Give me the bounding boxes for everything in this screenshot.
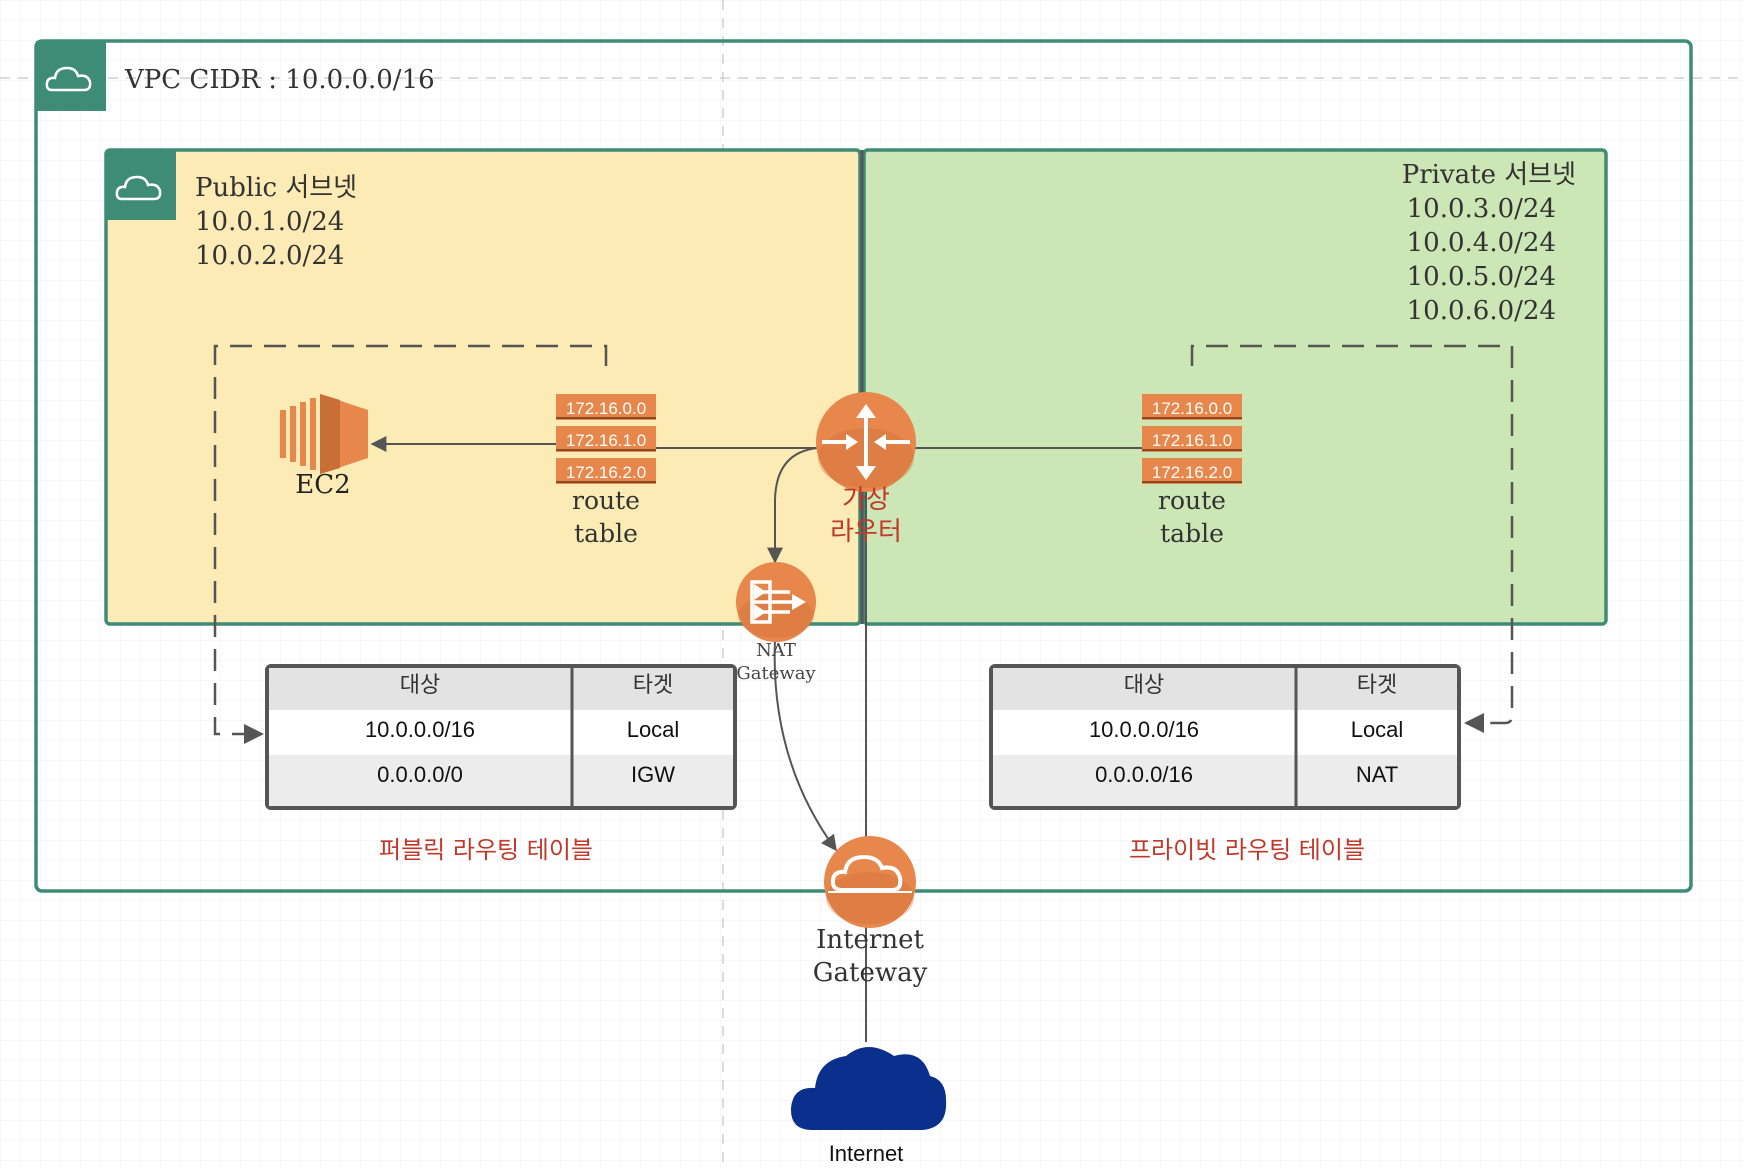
private-table-row-1-destination: 10.0.0.0/16 bbox=[1089, 717, 1199, 742]
igw-circle bbox=[824, 836, 916, 928]
private-subnet-title: Private 서브넷 bbox=[1402, 160, 1576, 190]
public-table-header-row bbox=[269, 668, 733, 710]
public-route-entry-3: 172.16.2.0 bbox=[556, 458, 656, 484]
internet[interactable]: Internet bbox=[790, 1047, 947, 1166]
private-table-header-row bbox=[993, 668, 1457, 710]
ec2-label: EC2 bbox=[295, 470, 350, 500]
public-subnet-title: Public 서브넷 bbox=[195, 173, 357, 203]
public-subnet[interactable]: Public 서브넷 10.0.1.0/24 10.0.2.0/24 bbox=[104, 148, 862, 626]
public-route-entry-3-text: 172.16.2.0 bbox=[566, 463, 646, 482]
igw-label-1: Internet bbox=[816, 925, 924, 955]
public-table-header-target: 타겟 bbox=[633, 672, 673, 697]
private-routing-table[interactable]: 대상 타겟 10.0.0.0/16 Local 0.0.0.0/16 NAT bbox=[989, 664, 1461, 810]
public-table-caption: 퍼블릭 라우팅 테이블 bbox=[379, 836, 593, 864]
router-label-1: 가상 bbox=[842, 485, 890, 515]
public-table-row-1-destination: 10.0.0.0/16 bbox=[365, 717, 475, 742]
igw-label-2: Gateway bbox=[813, 958, 928, 988]
private-subnet[interactable]: Private 서브넷 10.0.3.0/24 10.0.4.0/24 10.0… bbox=[862, 148, 1608, 626]
private-table-row-2-target: NAT bbox=[1356, 762, 1398, 787]
public-route-entry-2: 172.16.1.0 bbox=[556, 426, 656, 452]
private-table-caption: 프라이빗 라우팅 테이블 bbox=[1129, 836, 1365, 864]
public-table-row-1-target: Local bbox=[627, 717, 680, 742]
public-route-entry-2-text: 172.16.1.0 bbox=[566, 431, 646, 450]
public-route-table-label-1: route bbox=[572, 486, 640, 515]
public-table-header-destination: 대상 bbox=[400, 672, 440, 697]
private-route-table[interactable]: 172.16.0.0 172.16.1.0 172.16.2.0 route t… bbox=[1142, 394, 1242, 548]
public-subnet-cidr-2: 10.0.2.0/24 bbox=[195, 241, 344, 271]
nat-arrows-icon bbox=[750, 580, 806, 624]
public-route-entry-1-text: 172.16.0.0 bbox=[566, 399, 646, 418]
nat-label-2: Gateway bbox=[736, 663, 816, 684]
vpc-label: VPC CIDR : 10.0.0.0/16 bbox=[124, 65, 435, 95]
nat-label-1: NAT bbox=[756, 640, 796, 661]
private-table-header-target: 타겟 bbox=[1357, 672, 1397, 697]
private-association-connector bbox=[1190, 344, 1514, 733]
private-subnet-cidr-2: 10.0.4.0/24 bbox=[1407, 228, 1556, 258]
nat-gateway[interactable]: NAT Gateway bbox=[736, 562, 816, 684]
ec2-icon bbox=[280, 394, 368, 474]
public-association-connector bbox=[213, 344, 608, 744]
public-route-entry-1: 172.16.0.0 bbox=[556, 394, 656, 420]
router-to-nat-arrow bbox=[767, 447, 819, 564]
private-subnet-cidr-3: 10.0.5.0/24 bbox=[1407, 262, 1556, 292]
private-route-entry-3-text: 172.16.2.0 bbox=[1152, 463, 1232, 482]
private-route-entry-1: 172.16.0.0 bbox=[1142, 394, 1242, 420]
internet-cloud-icon bbox=[790, 1047, 947, 1130]
public-route-table-label-2: table bbox=[574, 519, 638, 548]
private-route-entry-1-text: 172.16.0.0 bbox=[1152, 399, 1232, 418]
virtual-router[interactable]: 가상 라우터 bbox=[816, 392, 916, 547]
private-table-row-2-destination: 0.0.0.0/16 bbox=[1095, 762, 1193, 787]
private-route-entry-2: 172.16.1.0 bbox=[1142, 426, 1242, 452]
public-table-row-2-target: IGW bbox=[631, 762, 675, 787]
vpc-cloud-icon bbox=[45, 66, 92, 92]
private-subnet-cidr-4: 10.0.6.0/24 bbox=[1407, 296, 1556, 326]
private-table-header-destination: 대상 bbox=[1124, 672, 1164, 697]
router-arrows-icon bbox=[822, 404, 910, 480]
igw-cloud-icon bbox=[828, 854, 912, 893]
public-subnet-cloud-icon bbox=[115, 175, 162, 201]
private-table-row-1-target: Local bbox=[1351, 717, 1404, 742]
private-route-table-label-2: table bbox=[1160, 519, 1224, 548]
private-subnet-cidr-1: 10.0.3.0/24 bbox=[1407, 194, 1556, 224]
private-route-entry-2-text: 172.16.1.0 bbox=[1152, 431, 1232, 450]
public-route-table[interactable]: 172.16.0.0 172.16.1.0 172.16.2.0 route t… bbox=[556, 394, 656, 548]
internet-gateway[interactable]: Internet Gateway bbox=[813, 836, 928, 988]
public-table-row-2-destination: 0.0.0.0/0 bbox=[377, 762, 463, 787]
public-subnet-cidr-1: 10.0.1.0/24 bbox=[195, 207, 344, 237]
internet-label: Internet bbox=[829, 1141, 904, 1166]
private-table-row-2-bg bbox=[993, 755, 1457, 806]
ec2-instance[interactable]: EC2 bbox=[280, 394, 368, 500]
public-table-row-2-bg bbox=[269, 755, 733, 806]
public-routing-table[interactable]: 대상 타겟 10.0.0.0/16 Local 0.0.0.0/0 IGW bbox=[265, 664, 737, 810]
private-route-table-label-1: route bbox=[1158, 486, 1226, 515]
nat-to-igw-arrow bbox=[773, 639, 837, 852]
private-route-entry-3: 172.16.2.0 bbox=[1142, 458, 1242, 484]
router-label-2: 라우터 bbox=[830, 517, 902, 547]
